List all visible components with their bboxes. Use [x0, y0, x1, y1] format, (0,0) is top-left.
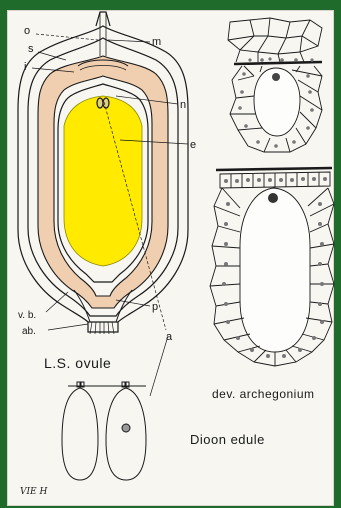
- signature: VIE H: [20, 487, 47, 497]
- label-a: a: [166, 331, 173, 343]
- archegonium-outline-left: [62, 388, 98, 480]
- label-ab: ab.: [22, 326, 36, 337]
- label-p: p: [152, 301, 158, 313]
- label-n: n: [180, 99, 186, 111]
- caption-species: Dioon edule: [190, 432, 265, 447]
- label-o: o: [24, 25, 30, 37]
- label-vb: v. b.: [18, 310, 36, 321]
- archegonium-right: [103, 98, 109, 108]
- endosperm: [64, 96, 142, 266]
- egg-cell-large: [240, 188, 310, 352]
- label-i: i: [24, 61, 26, 73]
- caption-dev-archegonium: dev. archegonium: [212, 387, 315, 401]
- ovule-longitudinal-section: [18, 12, 188, 334]
- archegonium-outline-right: [106, 388, 146, 480]
- archegonium-left: [97, 98, 103, 108]
- label-e: e: [190, 139, 196, 151]
- caption-ls-ovule: L.S. ovule: [44, 355, 111, 371]
- micropyle: [96, 12, 110, 26]
- archegonium-small: [228, 18, 322, 152]
- label-m: m: [152, 36, 161, 48]
- nucleus-right: [122, 424, 130, 432]
- label-s: s: [28, 43, 34, 55]
- archegonia-pair: [62, 382, 146, 480]
